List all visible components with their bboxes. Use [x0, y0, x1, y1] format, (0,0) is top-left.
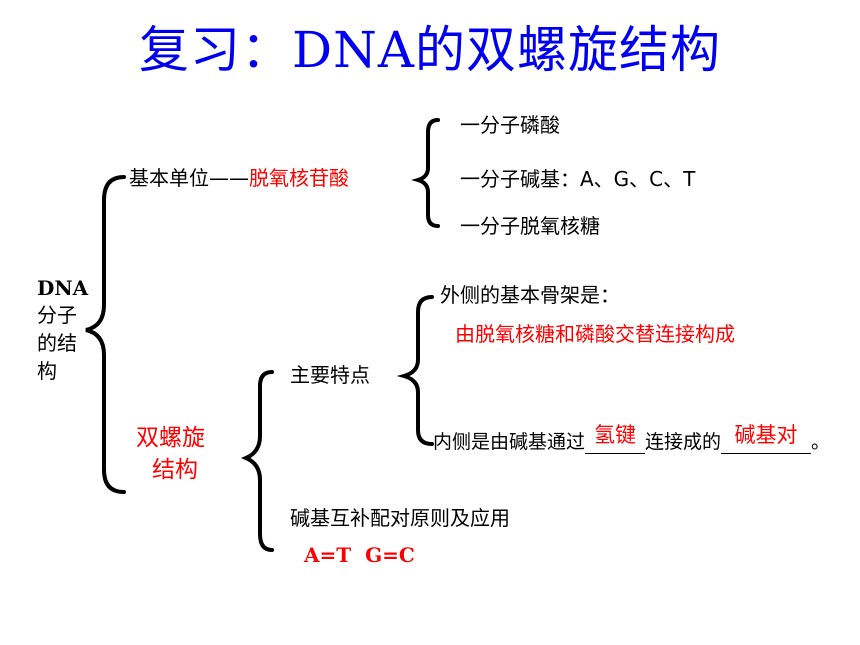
- root-label-line1: DNA: [37, 276, 89, 300]
- unit-part-sugar: 一分子脱氧核糖: [460, 214, 600, 238]
- outer-backbone-answer: 由脱氧核糖和磷酸交替连接构成: [455, 322, 735, 346]
- inner-suffix: 。: [811, 431, 831, 453]
- blank-base-pair: 碱基对: [721, 423, 812, 454]
- features-label: 主要特点: [290, 363, 370, 387]
- answer-hydrogen-bond: 氢键: [594, 423, 637, 447]
- unit-part-phosphate: 一分子磷酸: [460, 113, 560, 137]
- root-label-line3: 的结: [37, 331, 77, 355]
- root-label-line4: 构: [37, 359, 57, 383]
- helix-brace: [240, 370, 274, 552]
- blank-hydrogen-bond: 氢键: [585, 423, 646, 454]
- inner-side-sentence: 内侧是由碱基通过氢键连接成的碱基对。: [433, 423, 831, 454]
- unit-label: 基本单位——: [129, 166, 249, 190]
- inner-prefix: 内侧是由碱基通过: [433, 431, 586, 453]
- pairing-label: 碱基互补配对原则及应用: [290, 506, 510, 530]
- root-brace: [85, 175, 126, 494]
- helix-label-line2: 结构: [152, 457, 198, 483]
- helix-label-line1: 双螺旋: [136, 425, 205, 451]
- unit-part-base: 一分子碱基：A、G、C、T: [460, 167, 696, 191]
- pairing-rule: A=T G=C: [304, 543, 415, 567]
- answer-base-pair: 碱基对: [734, 423, 798, 447]
- unit-branch: 基本单位——脱氧核苷酸: [129, 166, 349, 190]
- inner-mid: 连接成的: [645, 431, 722, 453]
- page-title: 复习：DNA的双螺旋结构: [139, 21, 721, 79]
- outer-backbone-question: 外侧的基本骨架是：: [440, 283, 620, 307]
- unit-brace: [411, 118, 440, 228]
- unit-name: 脱氧核苷酸: [249, 166, 349, 190]
- features-brace: [396, 295, 434, 446]
- root-label-line2: 分子: [37, 303, 77, 327]
